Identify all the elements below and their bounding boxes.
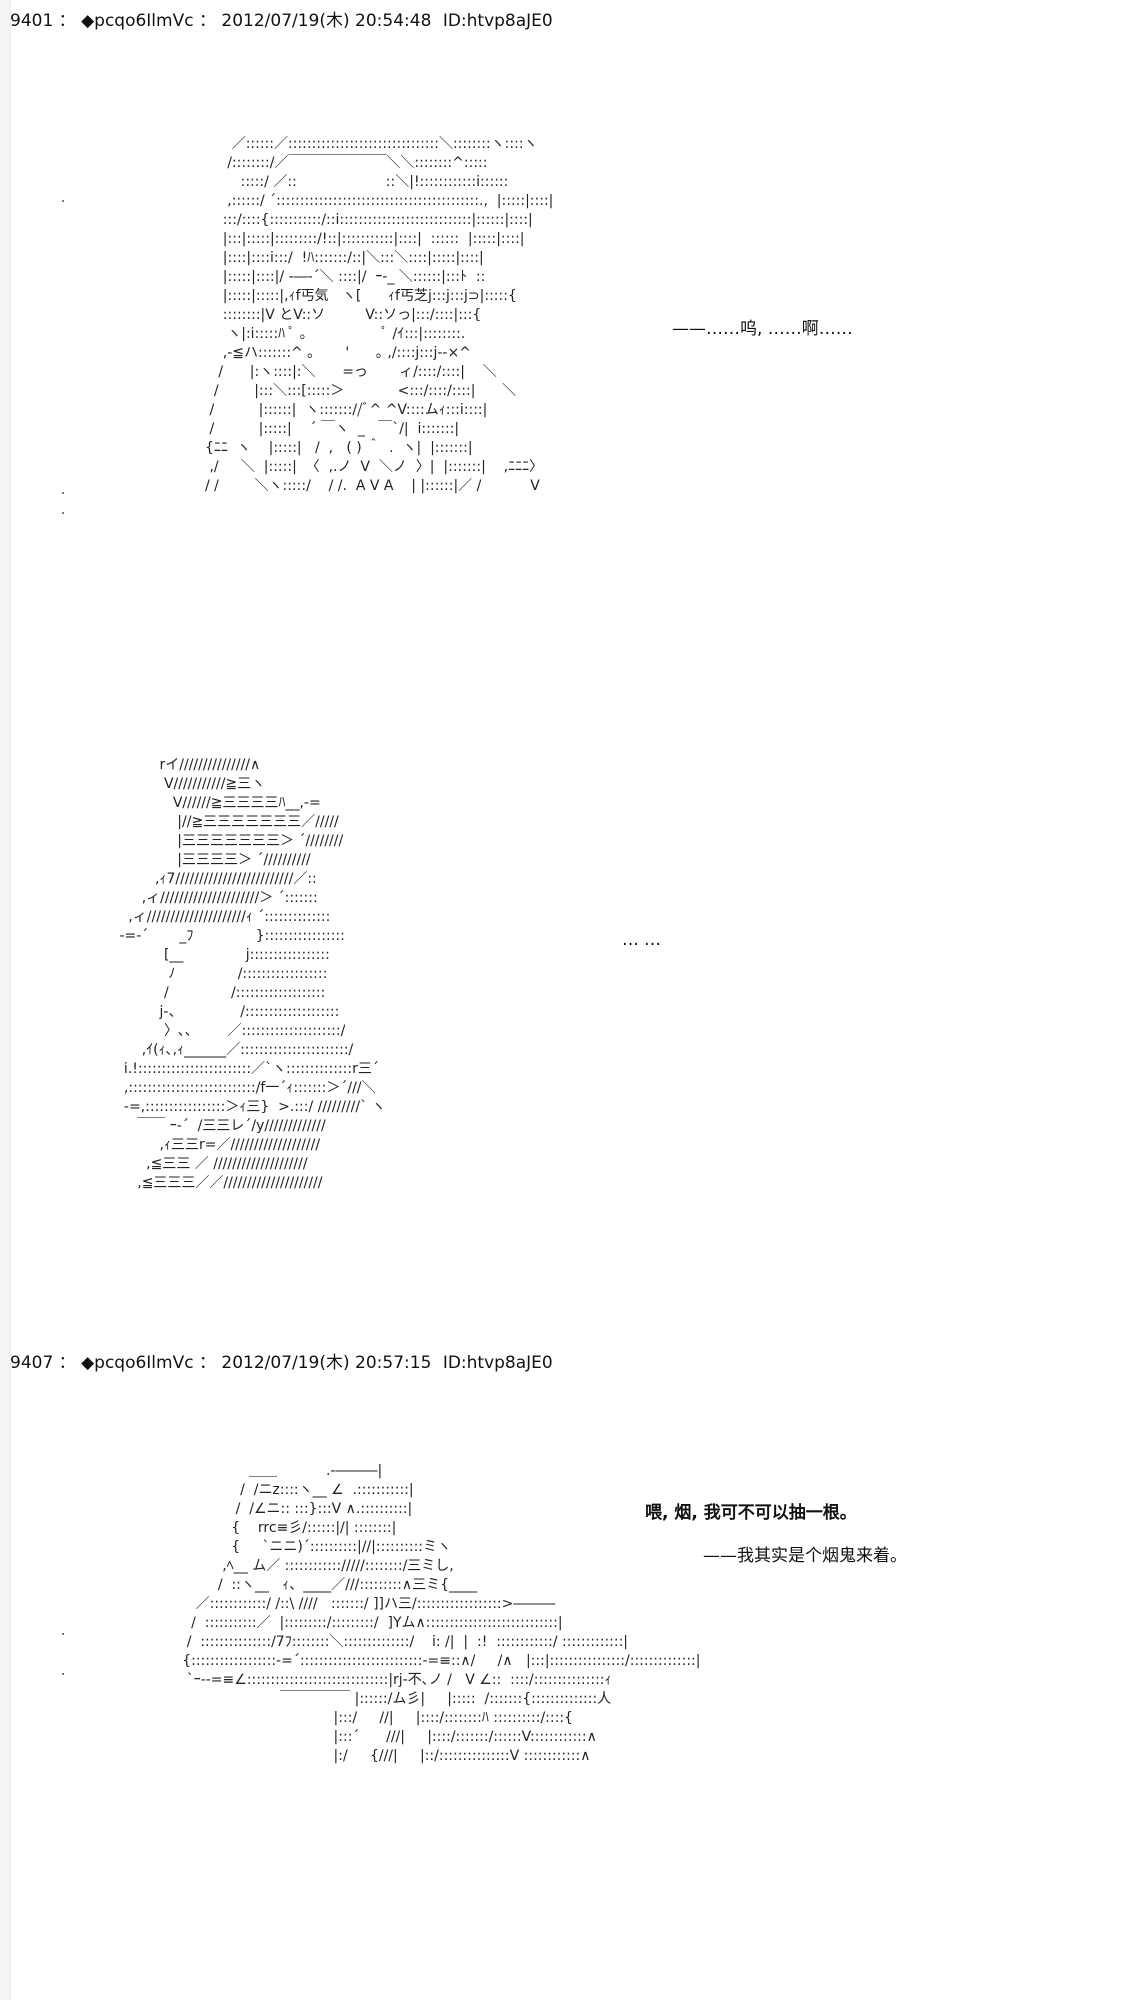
post-number: 9401 [10,11,54,31]
stray-mark [62,1673,64,1675]
post-date: 2012/07/19(木) 20:57:15 [221,1353,432,1373]
post-number: 9407 [10,1353,54,1373]
post-separator: ： [58,11,76,31]
post-separator: ： [58,1353,76,1373]
dialogue-ellipsis: …… [622,930,666,950]
ascii-art-figure-smoking: ＿＿ .-―――| / /ニz::::ヽ__ ∠ .:::::::::::| /… [182,1463,701,1764]
dialogue-line: ——……呜, ……啊…… [672,319,853,339]
poster-name: ◆pcqo6IlmVc [81,11,194,31]
stray-mark [62,200,64,202]
stray-mark [62,512,64,514]
ascii-art-silhouette: rイ///////////////∧ V///////////≧三ヽ V////… [119,757,386,1191]
post-date: 2012/07/19(木) 20:54:48 [221,11,432,31]
left-margin-strip [0,0,11,2000]
post-header-9407: 9407 ： ◆pcqo6IlmVc ： 2012/07/19(木) 20:57… [10,1352,553,1374]
poster-id: ID:htvp8aJE0 [442,11,553,31]
dialogue-line: ——我其实是个烟鬼来着。 [703,1546,907,1566]
poster-name: ◆pcqo6IlmVc [81,1353,194,1373]
stray-mark [62,1633,64,1635]
post-separator: ： [198,11,216,31]
ascii-art-girl: ／::::::／::::::::::::::::::::::::::::::::… [205,136,554,494]
post-header-9401: 9401 ： ◆pcqo6IlmVc ： 2012/07/19(木) 20:54… [10,10,553,32]
post-separator: ： [198,1353,216,1373]
poster-id: ID:htvp8aJE0 [442,1353,553,1373]
stray-mark [62,492,64,494]
dialogue-line: 喂, 烟, 我可不可以抽一根。 [645,1503,857,1523]
